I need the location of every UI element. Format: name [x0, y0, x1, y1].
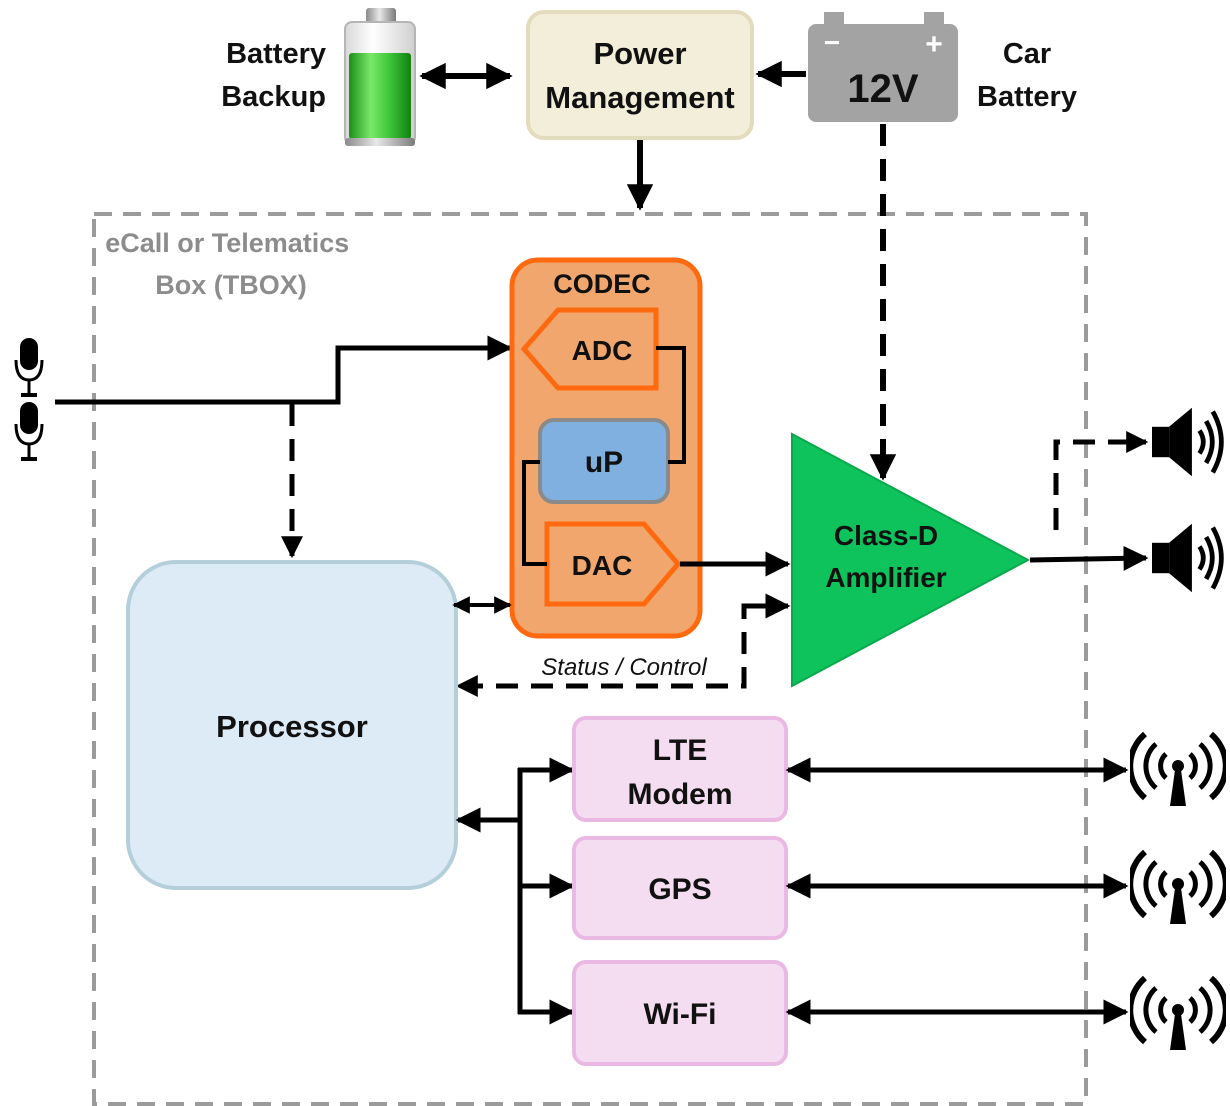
mic-to-adc-line: [55, 335, 513, 405]
tbox-label: eCall or Telematics Box (TBOX): [105, 228, 357, 300]
amp-to-speaker-dashed: [1053, 430, 1149, 530]
status-control-label: Status / Control: [541, 654, 707, 681]
svg-text:Wi-Fi: Wi-Fi: [643, 998, 716, 1031]
svg-text:+: +: [925, 28, 943, 61]
svg-text:DAC: DAC: [572, 550, 633, 581]
microphone-icon: [14, 338, 44, 397]
gps-block: GPS: [572, 836, 788, 940]
adc-block: ADC: [520, 307, 659, 391]
svg-text:uP: uP: [585, 446, 623, 479]
svg-text:GPS: GPS: [648, 873, 711, 906]
battery-icon: [344, 8, 416, 146]
car-battery-icon: − + 12V: [808, 12, 958, 122]
antenna-icon: [1130, 852, 1226, 924]
tbox-boundary: [92, 212, 1088, 1106]
svg-text:−: −: [824, 27, 840, 58]
wifi-block: Wi-Fi: [572, 960, 788, 1066]
microphone-icon: [14, 402, 44, 461]
up-to-dac-line: [522, 460, 547, 566]
amp-to-speaker-line: [1029, 545, 1149, 571]
svg-text:ADC: ADC: [572, 335, 633, 366]
dac-block: DAC: [544, 521, 682, 607]
svg-text:CODEC: CODEC: [553, 269, 651, 299]
antenna-icon: [1130, 734, 1226, 806]
svg-text:Processor: Processor: [216, 709, 368, 744]
antenna-icon: [1130, 978, 1226, 1050]
processor-block: Processor: [126, 560, 458, 890]
adc-to-up-line: [656, 346, 686, 464]
speaker-icon: [1152, 524, 1221, 592]
car-battery-voltage: 12V: [847, 67, 918, 111]
up-block: uP: [538, 418, 670, 504]
speaker-icon: [1152, 408, 1221, 476]
